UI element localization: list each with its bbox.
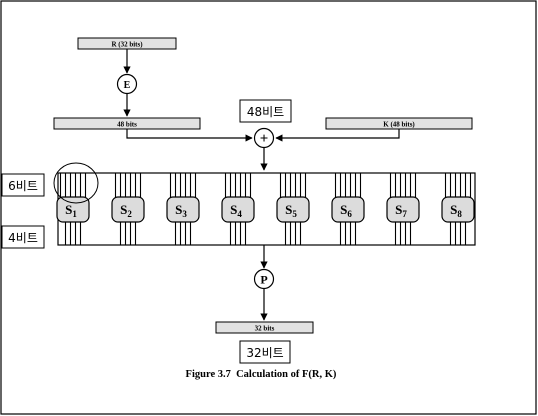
- sbox-body: [441, 196, 475, 223]
- sbox-body: [276, 196, 310, 223]
- sbox-body: [56, 196, 90, 223]
- sbox-body: [166, 196, 200, 223]
- xor-node: +: [253, 127, 275, 149]
- permutation-node: P: [253, 268, 275, 290]
- arrow-48bits-to-xor: [126, 129, 253, 142]
- annotation-4bits: 4비트: [1, 225, 45, 249]
- output-32bits-label: 32 bits: [255, 325, 275, 333]
- sbox-1: S1: [56, 173, 90, 245]
- annotation-32bits-text: 32비트: [246, 346, 283, 360]
- sbox-label: S7: [395, 202, 407, 219]
- annotation-6bits-text: 6비트: [8, 179, 38, 193]
- annotation-6bits: 6비트: [1, 173, 45, 197]
- sbox-label: S6: [340, 202, 352, 219]
- sbox-group: S1 S2 S3 S4 S5 S6 S7 S8: [56, 173, 475, 245]
- sbox-8: S8: [441, 173, 475, 245]
- sbox-5: S5: [276, 173, 310, 245]
- sbox-label: S5: [285, 202, 297, 219]
- sbox-body: [221, 196, 255, 223]
- sbox-body: [331, 196, 365, 223]
- sbox-body: [386, 196, 420, 223]
- expanded-48bits-label: 48 bits: [117, 121, 137, 129]
- key-bar: K (48 bits): [325, 117, 473, 130]
- sbox-6: S6: [331, 173, 365, 245]
- highlight-circle: [53, 162, 99, 204]
- sbox-4: S4: [221, 173, 255, 245]
- sbox-label: S3: [175, 202, 187, 219]
- sbox-7: S7: [386, 173, 420, 245]
- figure-caption: Figure 3.7 Calculation of F(R, K): [186, 369, 337, 380]
- sbox-body: [111, 196, 145, 223]
- sbox-label: S4: [230, 202, 242, 219]
- annotation-32bits: 32비트: [239, 340, 291, 364]
- output-32bits-bar: 32 bits: [215, 321, 314, 334]
- sbox-3: S3: [166, 173, 200, 245]
- annotation-48bits-text: 48비트: [247, 105, 284, 119]
- key-label: K (48 bits): [383, 121, 415, 129]
- r-input-label: R (32 bits): [111, 41, 143, 49]
- sbox-label: S1: [65, 202, 77, 219]
- expanded-48bits-bar: 48 bits: [53, 117, 201, 130]
- xor-symbol: +: [260, 131, 269, 147]
- sbox-2: S2: [111, 173, 145, 245]
- sbox-label: S2: [120, 202, 132, 219]
- arrow-key-to-xor: [275, 129, 400, 142]
- annotation-48bits: 48비트: [239, 99, 292, 123]
- permutation-symbol: P: [260, 273, 267, 287]
- sbox-label: S8: [450, 202, 462, 219]
- expansion-symbol: E: [124, 80, 131, 91]
- annotation-4bits-text: 4비트: [8, 231, 38, 245]
- r-input-bar: R (32 bits): [77, 37, 177, 50]
- expansion-node: E: [116, 73, 138, 95]
